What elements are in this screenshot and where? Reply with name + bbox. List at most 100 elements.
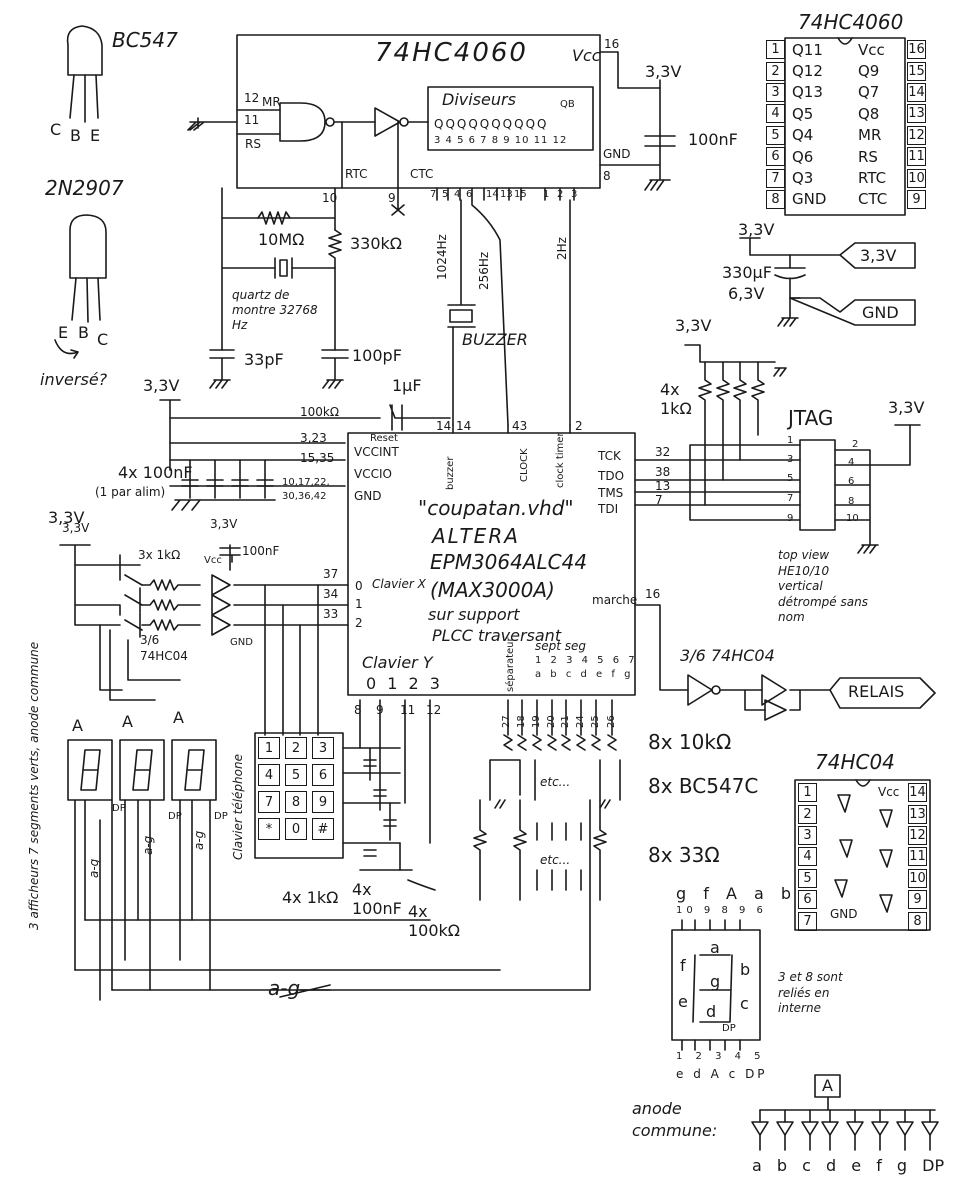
display2-anode: A [122, 712, 133, 731]
seg-bottom-letters: e d A c DP [676, 1067, 768, 1081]
bc547-pin-c: C [50, 120, 62, 139]
marche-pin: 16 [645, 587, 661, 601]
hc4060-left-nums: 1 2 3 4 5 6 7 8 [766, 40, 785, 209]
key-7[interactable]: 7 [258, 791, 280, 813]
reset-resistor-label: 100kΩ [300, 405, 340, 419]
n2907-symbol [54, 214, 107, 359]
key-4[interactable]: 4 [258, 764, 280, 786]
mr-pin: 12 [244, 91, 260, 105]
display2-bus: a-g [141, 835, 155, 855]
key-0[interactable]: 0 [285, 818, 307, 840]
hc4060-name-3: Q13 [792, 83, 823, 102]
hc4060-name-9: CTC [858, 190, 888, 209]
hc4060-pinout-title: 74HC4060 [798, 10, 904, 34]
key-5[interactable]: 5 [285, 764, 307, 786]
keypad-pull-label: 4x 100kΩ [408, 902, 461, 941]
seg-pin-25: 25 [590, 715, 601, 728]
display3-anode: A [173, 708, 184, 727]
bottom-pin-13: 13 [500, 189, 513, 200]
hc04-num-11: 11 [908, 847, 927, 867]
hc04-left-nums: 1 2 3 4 5 6 7 [798, 783, 817, 931]
hc4060-name-12: MR [858, 126, 882, 145]
counter-rail-label: 3,3V [645, 62, 682, 81]
key-6[interactable]: 6 [312, 764, 334, 786]
top-pin-14: 14 [456, 419, 472, 433]
hc04-num-7: 7 [798, 911, 817, 931]
bottom-pin-15: 15 [514, 189, 527, 200]
hc04-gnd-label: GND [830, 907, 858, 921]
anode-a: A [822, 1076, 833, 1095]
bottom-pin-7: 7 [430, 189, 437, 200]
jtag-pin-38: 38 [655, 465, 671, 479]
key-1[interactable]: 1 [258, 737, 280, 759]
n2907-label: 2N2907 [45, 176, 124, 200]
display1-anode: A [72, 716, 83, 735]
bottom-pin-3: 3 [571, 189, 578, 200]
cpld-vendor: ALTERA [432, 524, 520, 548]
seg-resistors-label: 8x 10kΩ [648, 730, 732, 754]
jtag-pin-4: 4 [848, 457, 855, 468]
bottom-pin-1: 1 [543, 189, 550, 200]
key-2[interactable]: 2 [285, 737, 307, 759]
rtc-label: RTC [345, 167, 368, 181]
hc4060-name-10: RTC [858, 169, 887, 188]
driver-rail-label: 3,3V [48, 508, 85, 527]
seg-pin-26: 26 [606, 715, 617, 728]
hc4060-right-nums: 16 15 14 13 12 11 10 9 [907, 40, 926, 209]
segment-driver-network [473, 699, 621, 901]
reset-label: Reset [370, 433, 398, 444]
key-star[interactable]: * [258, 818, 280, 840]
key-3[interactable]: 3 [312, 737, 334, 759]
n2907-pin-c: C [97, 330, 109, 349]
row-pin-34: 34 [323, 587, 339, 601]
ctc-pin: 9 [388, 191, 396, 205]
columns-nums: 0 1 2 3 [366, 674, 443, 693]
hc04-num-8: 8 [908, 911, 927, 931]
bottom-pin-5: 5 [442, 189, 449, 200]
key-hash[interactable]: # [312, 818, 334, 840]
vccio-label: VCCIO [354, 467, 392, 481]
bulk-rail-label: 3,3V [738, 220, 775, 239]
col-pin-12: 12 [426, 703, 442, 717]
jtag-pullups-label: 4x 1kΩ [660, 380, 692, 419]
jtag-rail2-label: 3,3V [888, 398, 925, 417]
hc4060-num-15: 15 [907, 61, 926, 81]
bc547-symbol [66, 25, 103, 123]
anode-label: anode commune: [632, 1099, 718, 1141]
cpld-part: EPM3064ALC44 [430, 550, 588, 574]
key-9[interactable]: 9 [312, 791, 334, 813]
bottom-pin-4: 4 [454, 189, 461, 200]
hc4060-num-5: 5 [766, 125, 785, 145]
seg-etc-1: etc... [540, 775, 571, 789]
hc4060-num-12: 12 [907, 125, 926, 145]
hc04-num-9: 9 [908, 890, 927, 910]
key-8[interactable]: 8 [285, 791, 307, 813]
cpld-mount1: sur support [428, 605, 520, 624]
seg-label-f: f [680, 956, 686, 975]
freq-1024: 1024Hz [435, 234, 449, 280]
displays-drivers-label: 3x 1kΩ [138, 548, 181, 562]
jtag-pin-3: 3 [787, 454, 794, 465]
q-pin-numbers: 3 4 5 6 7 8 9 10 11 12 [434, 135, 568, 146]
bc547-pin-b: B [70, 126, 81, 145]
hc04-num-1: 1 [798, 783, 817, 803]
hc4060-num-11: 11 [907, 147, 926, 167]
bottom-pin-6: 6 [466, 189, 473, 200]
rtc-pin: 10 [322, 191, 338, 205]
hc4060-num-6: 6 [766, 147, 785, 167]
gnd-pins: 10,17,22, 30,36,42 [282, 477, 330, 502]
hc4060-num-14: 14 [907, 82, 926, 102]
qb-label: QB [560, 99, 575, 110]
c2-label: 100pF [352, 346, 402, 365]
seg-pinout-box [671, 919, 761, 1051]
hc4060-num-8: 8 [766, 189, 785, 209]
seg-etc-2: etc... [540, 853, 571, 867]
hc4060-num-2: 2 [766, 61, 785, 81]
counter-title: 74HC4060 [375, 38, 528, 68]
bulk-voltage-label: 6,3V [728, 284, 765, 303]
hc4060-name-16: Vcc [858, 40, 885, 59]
hc4060-name-11: RS [858, 147, 878, 166]
counter-gnd-pin: 8 [603, 169, 611, 183]
seg-pin-20: 20 [546, 715, 557, 728]
seg-group-label: sept seg [535, 639, 587, 653]
